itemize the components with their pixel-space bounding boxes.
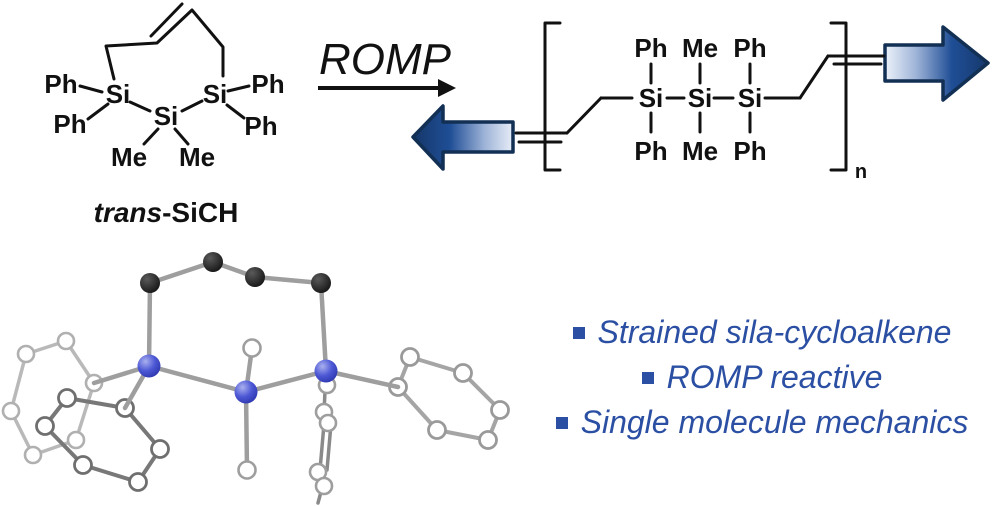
square-bullet-icon bbox=[572, 326, 585, 339]
reactant-name: trans-SiCH bbox=[94, 197, 239, 228]
highlight-item: Strained sila-cycloalkene bbox=[528, 310, 996, 355]
phenyl-ring-left-light bbox=[1, 331, 104, 465]
reactant-ring-bonds bbox=[104, 8, 225, 81]
carbon-sphere bbox=[311, 273, 331, 293]
atom-label-ph: Ph bbox=[634, 136, 667, 166]
silicon-sphere bbox=[137, 354, 161, 378]
phenyl-ring-left-dark bbox=[35, 388, 170, 492]
atom-label-me: Me bbox=[682, 136, 718, 166]
reactant-double-bond bbox=[149, 2, 184, 38]
atom-label-si: Si bbox=[688, 83, 713, 113]
romp-label: ROMP bbox=[319, 35, 452, 84]
carbon-sphere bbox=[203, 252, 223, 272]
square-bullet-icon bbox=[555, 416, 568, 429]
romp-reaction-arrow: ROMP bbox=[318, 35, 456, 97]
atom-label-si: Si bbox=[106, 79, 131, 109]
bracket-right bbox=[829, 21, 848, 172]
highlight-item: ROMP reactive bbox=[528, 355, 996, 400]
silicon-sphere bbox=[314, 359, 338, 383]
repeat-unit-subscript: n bbox=[855, 161, 867, 183]
carbon-sphere bbox=[245, 267, 265, 287]
phenyl-ring-edge-on bbox=[308, 369, 338, 505]
reactant-substituent-bonds bbox=[78, 84, 251, 146]
atom-label-ph: Ph bbox=[244, 111, 277, 141]
highlight-text: Strained sila-cycloalkene bbox=[597, 314, 952, 350]
atom-label-me: Me bbox=[179, 142, 215, 172]
atom-label-ph: Ph bbox=[53, 109, 86, 139]
highlights-list: Strained sila-cycloalkene ROMP reactive … bbox=[528, 310, 996, 445]
bracket-left bbox=[543, 21, 562, 172]
crystal-structure bbox=[1, 252, 510, 505]
atom-label-ph: Ph bbox=[251, 69, 284, 99]
square-bullet-icon bbox=[641, 371, 654, 384]
strain-arrow-right-icon bbox=[883, 25, 990, 102]
atom-label-si: Si bbox=[154, 101, 179, 131]
polymer-structure: Ph Me Ph Si Si Si Ph Me Ph n bbox=[514, 21, 886, 183]
polymer-backbone-bonds bbox=[514, 54, 886, 144]
atom-label-si: Si bbox=[639, 83, 664, 113]
highlight-text: Single molecule mechanics bbox=[580, 404, 969, 440]
atom-label-me: Me bbox=[682, 33, 718, 63]
atom-label-me: Me bbox=[111, 142, 147, 172]
atom-label-ph: Ph bbox=[44, 69, 77, 99]
atom-label-si: Si bbox=[203, 79, 228, 109]
phenyl-ring-right bbox=[388, 347, 510, 450]
atom-label-ph: Ph bbox=[733, 136, 766, 166]
strain-arrow-left-icon bbox=[411, 104, 515, 171]
reactant-structure: Ph Ph Si Si Si Ph Ph Me Me trans-SiCH bbox=[44, 2, 285, 228]
methyl-atom bbox=[242, 338, 262, 358]
highlight-text: ROMP reactive bbox=[666, 359, 883, 395]
carbon-sphere bbox=[140, 273, 160, 293]
highlight-item: Single molecule mechanics bbox=[528, 400, 996, 445]
atom-label-ph: Ph bbox=[634, 33, 667, 63]
atom-label-si: Si bbox=[738, 83, 763, 113]
silicon-sphere bbox=[234, 380, 258, 404]
reaction-arrowhead-icon bbox=[438, 79, 456, 97]
atom-label-ph: Ph bbox=[733, 33, 766, 63]
methyl-atom bbox=[237, 460, 257, 480]
